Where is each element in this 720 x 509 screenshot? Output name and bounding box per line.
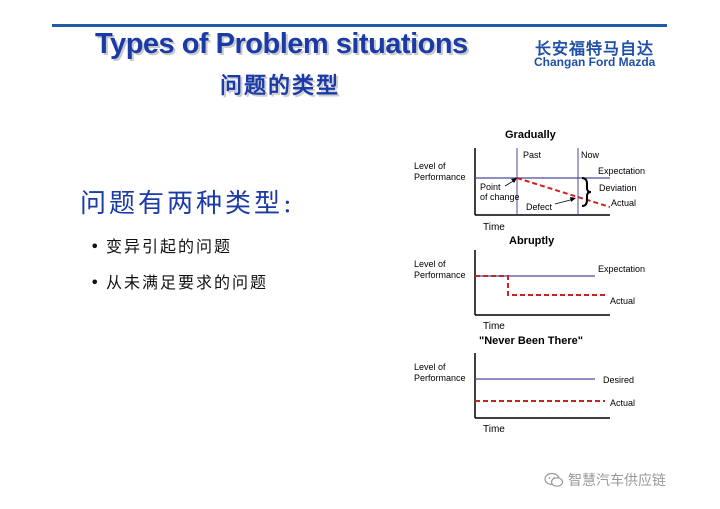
never-xlabel: Time [483,424,505,435]
point-of-change-arrowhead [511,178,517,183]
title-underline [52,24,667,27]
bullet-item: •从未满足要求的问题 [90,269,268,305]
watermark: 智慧汽车供应链 [544,470,666,490]
bullet-dot: • [90,273,102,292]
never-ylabel-2: Performance [414,373,466,383]
abruptly-title: Abruptly [509,235,555,247]
never-title: "Never Been There" [479,335,583,347]
slide-title: Types of Problem situations [95,28,468,60]
gradually-title: Gradually [505,129,557,141]
deviation-brace [581,177,592,207]
abruptly-expectation-label: Expectation [598,264,645,274]
never-actual-label: Actual [610,398,635,408]
bullet-text: 从未满足要求的问题 [106,273,269,292]
bullet-item: •变异引起的问题 [90,233,268,269]
slide-subtitle: 问题的类型 [220,74,341,99]
gradually-panel: Gradually Level of Performance Past Now … [414,129,645,233]
abruptly-ylabel-2: Performance [414,270,466,280]
brand-name-cn: 长安福特马自达 [535,39,655,58]
never-desired-label: Desired [603,375,634,385]
gradually-actual-label: Actual [611,198,636,208]
gradually-ylabel-1: Level of [414,161,446,171]
never-ylabel-1: Level of [414,362,446,372]
never-panel: "Never Been There" Level of Performance … [414,335,635,435]
defect-label: Defect [526,202,553,212]
watermark-text: 智慧汽车供应链 [568,473,666,489]
gradually-expectation-label: Expectation [598,166,645,176]
bullet-text: 变异引起的问题 [106,237,233,256]
bullet-dot: • [90,237,102,256]
abruptly-actual-label: Actual [610,296,635,306]
abruptly-actual-line [475,275,605,296]
wechat-icon [544,472,564,488]
deviation-label: Deviation [599,183,637,193]
abruptly-panel: Abruptly Level of Performance Expectatio… [414,235,645,332]
point-of-change-label-1: Point [480,182,501,192]
abruptly-xlabel: Time [483,321,505,332]
past-label: Past [523,150,542,160]
defect-arrowhead [570,197,576,202]
brand-name-en: Changan Ford Mazda [534,55,656,69]
abruptly-ylabel-1: Level of [414,259,446,269]
problem-types-diagram: Gradually Level of Performance Past Now … [414,129,645,435]
bullet-list: •变异引起的问题 •从未满足要求的问题 [90,233,268,305]
content-heading: 问题有两种类型: [80,189,295,219]
now-label: Now [581,150,600,160]
gradually-xlabel: Time [483,222,505,233]
point-of-change-label-2: of change [480,192,520,202]
gradually-actual-line [516,177,611,208]
gradually-ylabel-2: Performance [414,172,466,182]
